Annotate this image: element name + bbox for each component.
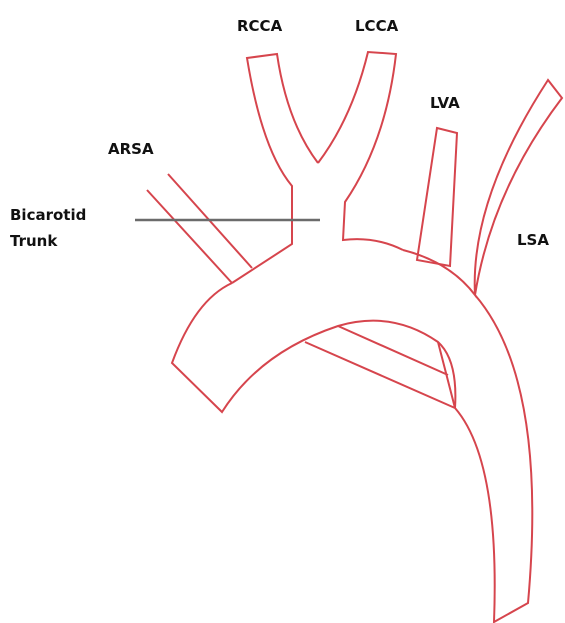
label-lva: LVA <box>430 94 460 112</box>
aortic-arch-outer <box>403 80 562 622</box>
lcca-vessel <box>318 52 403 250</box>
arsa-vessel <box>147 174 252 283</box>
label-bicarotid-line2: Trunk <box>10 232 58 250</box>
aortic-arch-inner <box>172 283 455 412</box>
lva-vessel <box>417 128 457 266</box>
label-lsa: LSA <box>517 231 549 249</box>
label-rcca: RCCA <box>237 17 283 35</box>
label-arsa: ARSA <box>108 140 154 158</box>
rcca-vessel <box>232 54 318 283</box>
label-lcca: LCCA <box>355 17 399 35</box>
label-bicarotid-line1: Bicarotid <box>10 206 86 224</box>
